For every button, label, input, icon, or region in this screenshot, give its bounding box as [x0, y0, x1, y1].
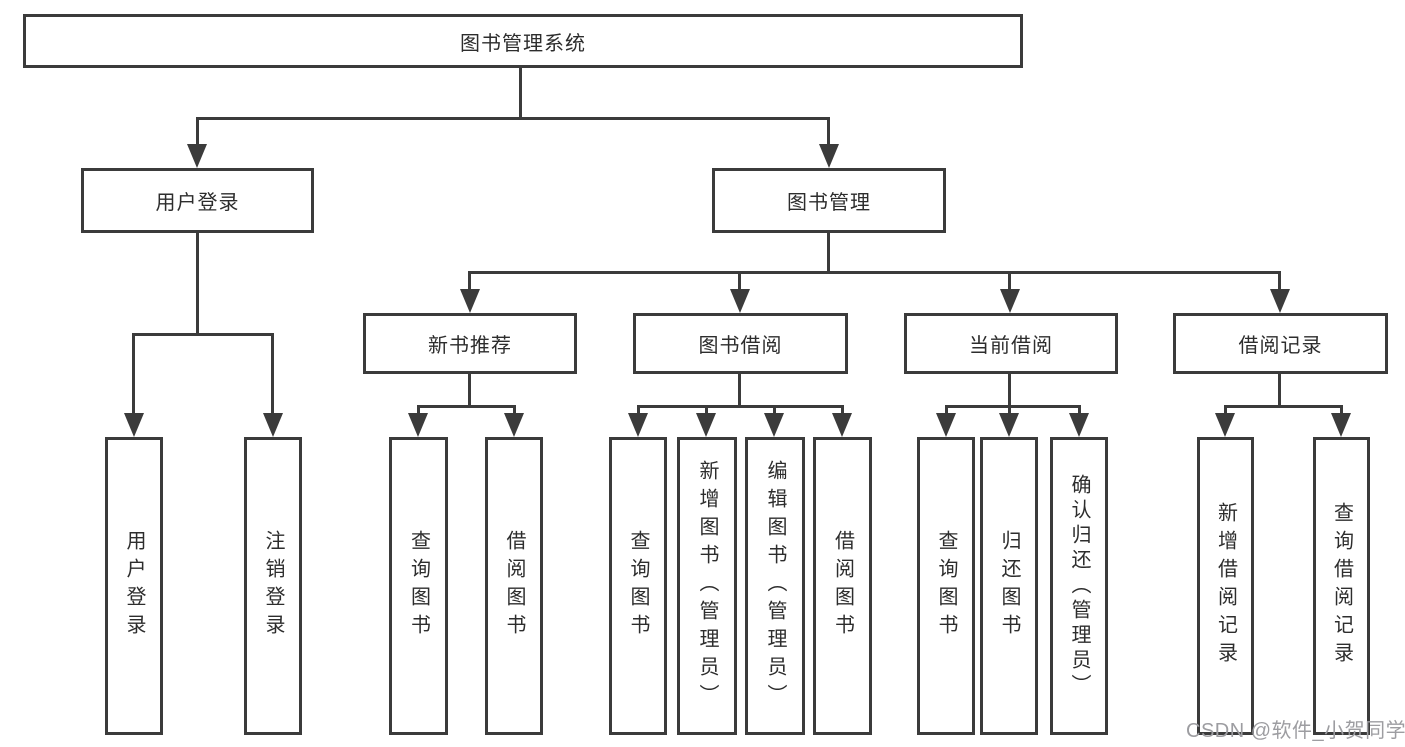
arrow-down-icon	[1069, 413, 1089, 437]
connector-g3-shaft-1	[637, 405, 640, 415]
arrow-down-icon	[1215, 413, 1235, 437]
arrow-down-icon	[1270, 289, 1290, 313]
node-label: 新书推荐	[428, 335, 512, 357]
node-current-borrowing: 当前借阅	[904, 313, 1118, 374]
node-borrowing-records: 借阅记录	[1173, 313, 1388, 374]
connector-g4-shaft-1	[945, 405, 948, 415]
node-book-management: 图书管理	[712, 168, 946, 233]
leaf-label: 查询图书	[935, 530, 957, 642]
leaf-label: 用户登录	[123, 530, 145, 642]
leaf-query-borrow-record: 查询借阅记录	[1313, 437, 1370, 735]
connector-g3-stem	[738, 374, 741, 407]
connector-mgmt-stem	[827, 233, 830, 273]
arrow-down-icon	[730, 289, 750, 313]
leaf-user-login: 用户登录	[105, 437, 163, 735]
leaf-query-book-recommend: 查询图书	[389, 437, 448, 735]
connector-g4-split	[945, 405, 1081, 408]
node-label: 当前借阅	[969, 335, 1053, 357]
connector-mgmt-split	[469, 271, 1281, 274]
arrow-down-icon	[819, 144, 839, 168]
leaf-borrow-book: 借阅图书	[813, 437, 872, 735]
connector-g5-shaft-2	[1340, 405, 1343, 415]
arrow-down-icon	[263, 413, 283, 437]
arrow-down-icon	[187, 144, 207, 168]
node-new-book-recommend: 新书推荐	[363, 313, 577, 374]
node-user-login: 用户登录	[81, 168, 314, 233]
node-label: 借阅记录	[1238, 335, 1323, 357]
arrow-down-icon	[504, 413, 524, 437]
arrow-down-icon	[696, 413, 716, 437]
leaf-label: 借阅图书	[503, 530, 525, 642]
node-label: 用户登录	[155, 192, 240, 214]
connector-g2-shaft-1	[417, 405, 420, 415]
connector-root-left-shaft	[196, 117, 199, 146]
leaf-label: 注销登录	[262, 530, 284, 642]
node-label: 图书管理系统	[460, 32, 586, 55]
arrow-down-icon	[999, 413, 1019, 437]
connector-root-split	[196, 117, 830, 120]
arrow-down-icon	[1331, 413, 1351, 437]
connector-root-right-shaft	[827, 117, 830, 146]
connector-mgmt-shaft-2	[738, 271, 741, 291]
connector-g5-split	[1224, 405, 1343, 408]
csdn-watermark: CSDN @软件_小贺同学	[1186, 720, 1405, 742]
connector-login-split	[132, 333, 274, 336]
leaf-label: 查询图书	[627, 530, 649, 642]
node-root-library-system: 图书管理系统	[23, 14, 1023, 68]
node-label: 图书借阅	[698, 335, 783, 357]
leaf-label: 编辑图书（管理员）	[764, 460, 786, 712]
connector-login-stem	[196, 233, 199, 335]
connector-g3-split	[637, 405, 844, 408]
leaf-add-borrow-record: 新增借阅记录	[1197, 437, 1254, 735]
leaf-label: 新增借阅记录	[1214, 502, 1237, 670]
connector-mgmt-shaft-3	[1008, 271, 1011, 291]
connector-g4-shaft-2	[1008, 405, 1011, 415]
arrow-down-icon	[408, 413, 428, 437]
connector-g5-stem	[1278, 374, 1281, 407]
connector-login-shaft-2	[271, 333, 274, 415]
leaf-label: 归还图书	[998, 530, 1020, 642]
connector-g2-shaft-2	[513, 405, 516, 415]
connector-mgmt-shaft-1	[468, 271, 471, 291]
arrow-down-icon	[936, 413, 956, 437]
arrow-down-icon	[460, 289, 480, 313]
connector-g3-shaft-4	[841, 405, 844, 415]
leaf-label: 借阅图书	[831, 530, 854, 642]
connector-g3-shaft-3	[773, 405, 776, 415]
node-book-borrowing: 图书借阅	[633, 313, 848, 374]
leaf-edit-book-admin: 编辑图书（管理员）	[745, 437, 805, 735]
leaf-label: 确认归还（管理员）	[1068, 473, 1090, 699]
node-label: 图书管理	[787, 192, 871, 214]
leaf-label: 查询图书	[407, 530, 430, 642]
connector-g2-stem	[468, 374, 471, 407]
arrow-down-icon	[628, 413, 648, 437]
arrow-down-icon	[832, 413, 852, 437]
connector-g5-shaft-1	[1224, 405, 1227, 415]
connector-mgmt-shaft-4	[1278, 271, 1281, 291]
leaf-borrow-book-recommend: 借阅图书	[485, 437, 543, 735]
connector-g4-shaft-3	[1078, 405, 1081, 415]
leaf-return-book: 归还图书	[980, 437, 1038, 735]
connector-g3-shaft-2	[705, 405, 708, 415]
connector-g4-stem	[1008, 374, 1011, 407]
leaf-label: 新增图书（管理员）	[696, 460, 718, 712]
connector-root-stem	[519, 68, 522, 120]
leaf-query-book-current: 查询图书	[917, 437, 975, 735]
leaf-add-book-admin: 新增图书（管理员）	[677, 437, 737, 735]
leaf-logout: 注销登录	[244, 437, 302, 735]
leaf-label: 查询借阅记录	[1330, 502, 1353, 670]
arrow-down-icon	[1000, 289, 1020, 313]
arrow-down-icon	[764, 413, 784, 437]
connector-g2-split	[417, 405, 516, 408]
leaf-query-book-borrow: 查询图书	[609, 437, 667, 735]
connector-login-shaft-1	[132, 333, 135, 415]
leaf-confirm-return-admin: 确认归还（管理员）	[1050, 437, 1108, 735]
arrow-down-icon	[124, 413, 144, 437]
